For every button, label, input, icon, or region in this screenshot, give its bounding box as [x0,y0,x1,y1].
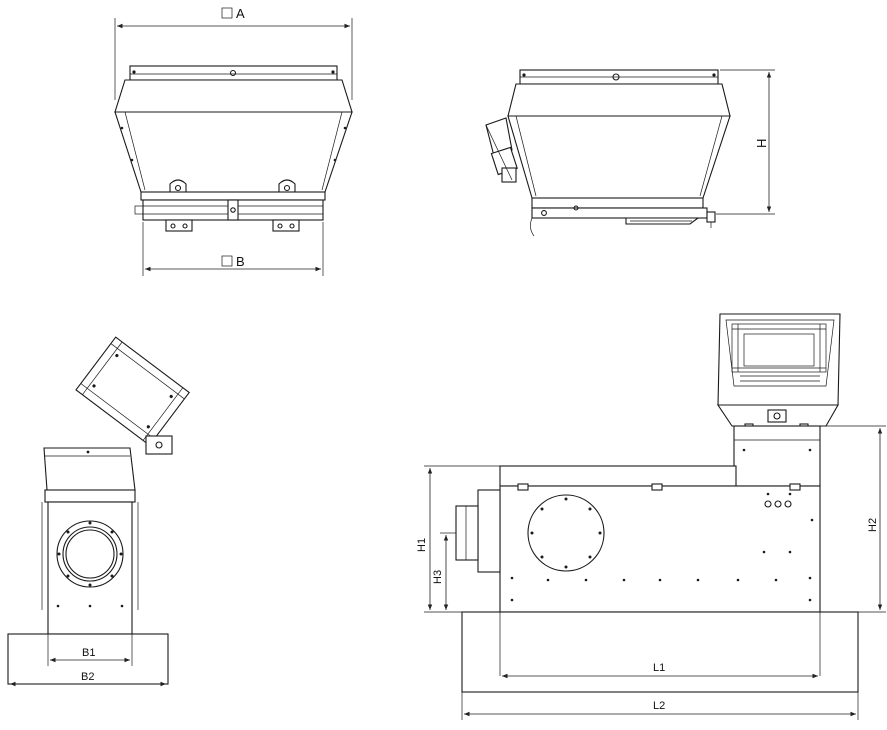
upper-housing [114,79,353,113]
inlet-flange [527,494,605,572]
top-lid [129,65,338,81]
inlet-spigot [455,505,479,561]
dimension-b1-label: B1 [82,647,95,659]
terminal-box [485,117,513,157]
side-view: H [485,69,775,237]
long-side-view: H1 H3 H2 L1 L2 [416,313,886,720]
dimension-a-label: A [236,6,245,21]
top-cover [499,465,737,487]
front-view: A [114,6,353,276]
square-symbol [221,255,233,267]
base-frame [531,207,708,219]
square-symbol [221,7,233,19]
end-view: B1 B2 [7,336,190,687]
dimension-b2-label: B2 [81,671,94,683]
dimension-b-label: B [236,254,245,269]
main-housing [499,485,821,613]
neck-housing [733,425,821,487]
dimension-h-label: H [754,139,769,148]
dimension-h2-label: H2 [867,518,879,532]
tapered-body [507,115,731,199]
dimension-h1-label: H1 [416,538,428,552]
dimension-l2-label: L2 [653,700,665,712]
dimension-l1-label: L1 [653,662,665,674]
outlet-flange [56,520,124,588]
motor-grille-housing [717,313,841,406]
terminal-box [145,435,173,455]
tapered-body [114,111,353,193]
motor-housing [75,336,190,447]
upper-housing [507,83,731,117]
roof-base [461,611,859,693]
ventilation-grille [731,323,827,373]
upper-cap [43,447,136,491]
dimension-h3-label: H3 [432,570,444,584]
inlet-collar [477,489,501,573]
